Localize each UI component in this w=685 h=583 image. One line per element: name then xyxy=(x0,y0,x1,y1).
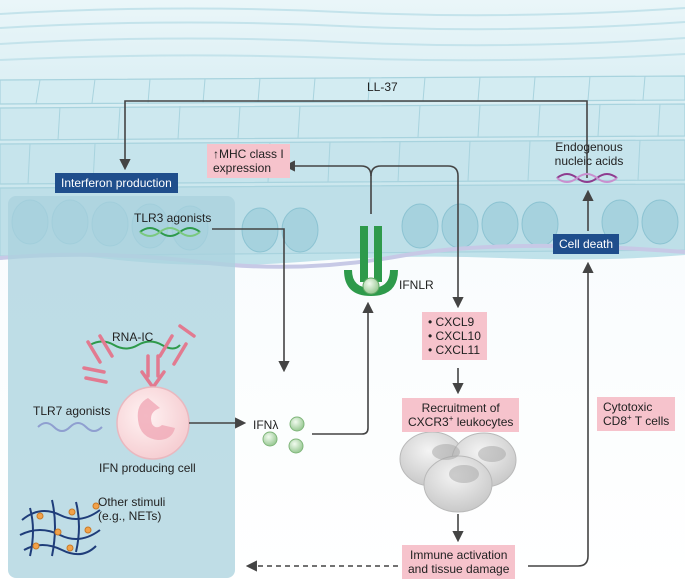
cytotoxic-line2b: T cells xyxy=(631,414,670,428)
other-stimuli-line1: Other stimuli xyxy=(98,495,166,509)
immune-activation-box: Immune activation and tissue damage xyxy=(402,545,516,579)
endogenous-line2: nucleic acids xyxy=(554,154,624,168)
ifnlr-label: IFNLR xyxy=(399,278,434,292)
recruitment-line1: Recruitment of xyxy=(421,401,500,415)
rna-ic-icon xyxy=(82,324,196,388)
cxcl9-item: • CXCL9 xyxy=(428,315,475,329)
other-stimuli-line2: (e.g., NETs) xyxy=(98,509,162,523)
tlr3-agonists-label: TLR3 agonists xyxy=(134,211,212,225)
nets-icon xyxy=(19,499,101,557)
ifn-to-receptor-arrow xyxy=(312,301,374,435)
leukocytes-icon xyxy=(399,431,517,513)
cytotoxic-sup: + xyxy=(627,413,632,422)
immune-to-celldeath-arrow xyxy=(528,261,594,567)
endogenous-line1: Endogenous xyxy=(555,140,623,154)
tlr7-rna-icon xyxy=(37,422,103,432)
tlr7-agonists-label: TLR7 agonists xyxy=(33,404,111,418)
up-arrow-icon: ↑ xyxy=(213,147,219,161)
cell-nucleus xyxy=(137,398,175,440)
endogenous-nucleic-acids-label: Endogenous nucleic acids xyxy=(552,140,626,168)
ifn-lambda-beads xyxy=(262,416,305,454)
cytotoxic-line2a: CD8 xyxy=(603,414,628,428)
cxcl10-item: • CXCL10 xyxy=(428,329,481,343)
receptor-to-cxcl-arrow xyxy=(370,165,464,309)
other-stimuli-label: Other stimuli (e.g., NETs) xyxy=(98,495,165,523)
recruitment-sup: + xyxy=(448,414,454,423)
mhc-line1: MHC class I xyxy=(219,147,284,161)
ifn-lambda-label: IFNλ xyxy=(253,418,279,432)
ifn-producing-cell xyxy=(116,386,190,460)
tlr3-dna-icon xyxy=(139,227,201,237)
immune-line2: and tissue damage xyxy=(408,562,510,576)
ifnlr-receptor-icon xyxy=(344,226,398,296)
ll37-label: LL-37 xyxy=(367,80,398,94)
cxcl-box: • CXCL9 • CXCL10 • CXCL11 xyxy=(422,312,487,360)
endogenous-nucleic-acid-icon xyxy=(556,173,618,183)
dermis-panel xyxy=(8,196,235,578)
interferon-production-box: Interferon production xyxy=(55,173,178,193)
stratum-corneum-lines xyxy=(0,7,685,62)
recruitment-line2a: CXCR3 xyxy=(408,415,449,429)
recruitment-box: Recruitment of CXCR3+ leukocytes xyxy=(402,398,520,432)
cxcl11-item: • CXCL11 xyxy=(428,343,481,357)
immune-line1: Immune activation xyxy=(410,548,508,562)
recruitment-line2b: leukocytes xyxy=(453,415,514,429)
tlr3-arrow xyxy=(212,228,290,373)
cytotoxic-cd8-box: Cytotoxic CD8+ T cells xyxy=(597,397,676,431)
mhc-class-i-box: ↑MHC class I expression xyxy=(207,144,290,178)
mhc-line2: expression xyxy=(213,161,272,175)
rna-ic-label: RNA-IC xyxy=(112,330,154,344)
cytotoxic-line1: Cytotoxic xyxy=(603,400,653,414)
cell-death-box: Cell death xyxy=(553,234,620,254)
ifn-producing-cell-label: IFN producing cell xyxy=(99,461,196,475)
ll37-arrow xyxy=(119,100,588,178)
